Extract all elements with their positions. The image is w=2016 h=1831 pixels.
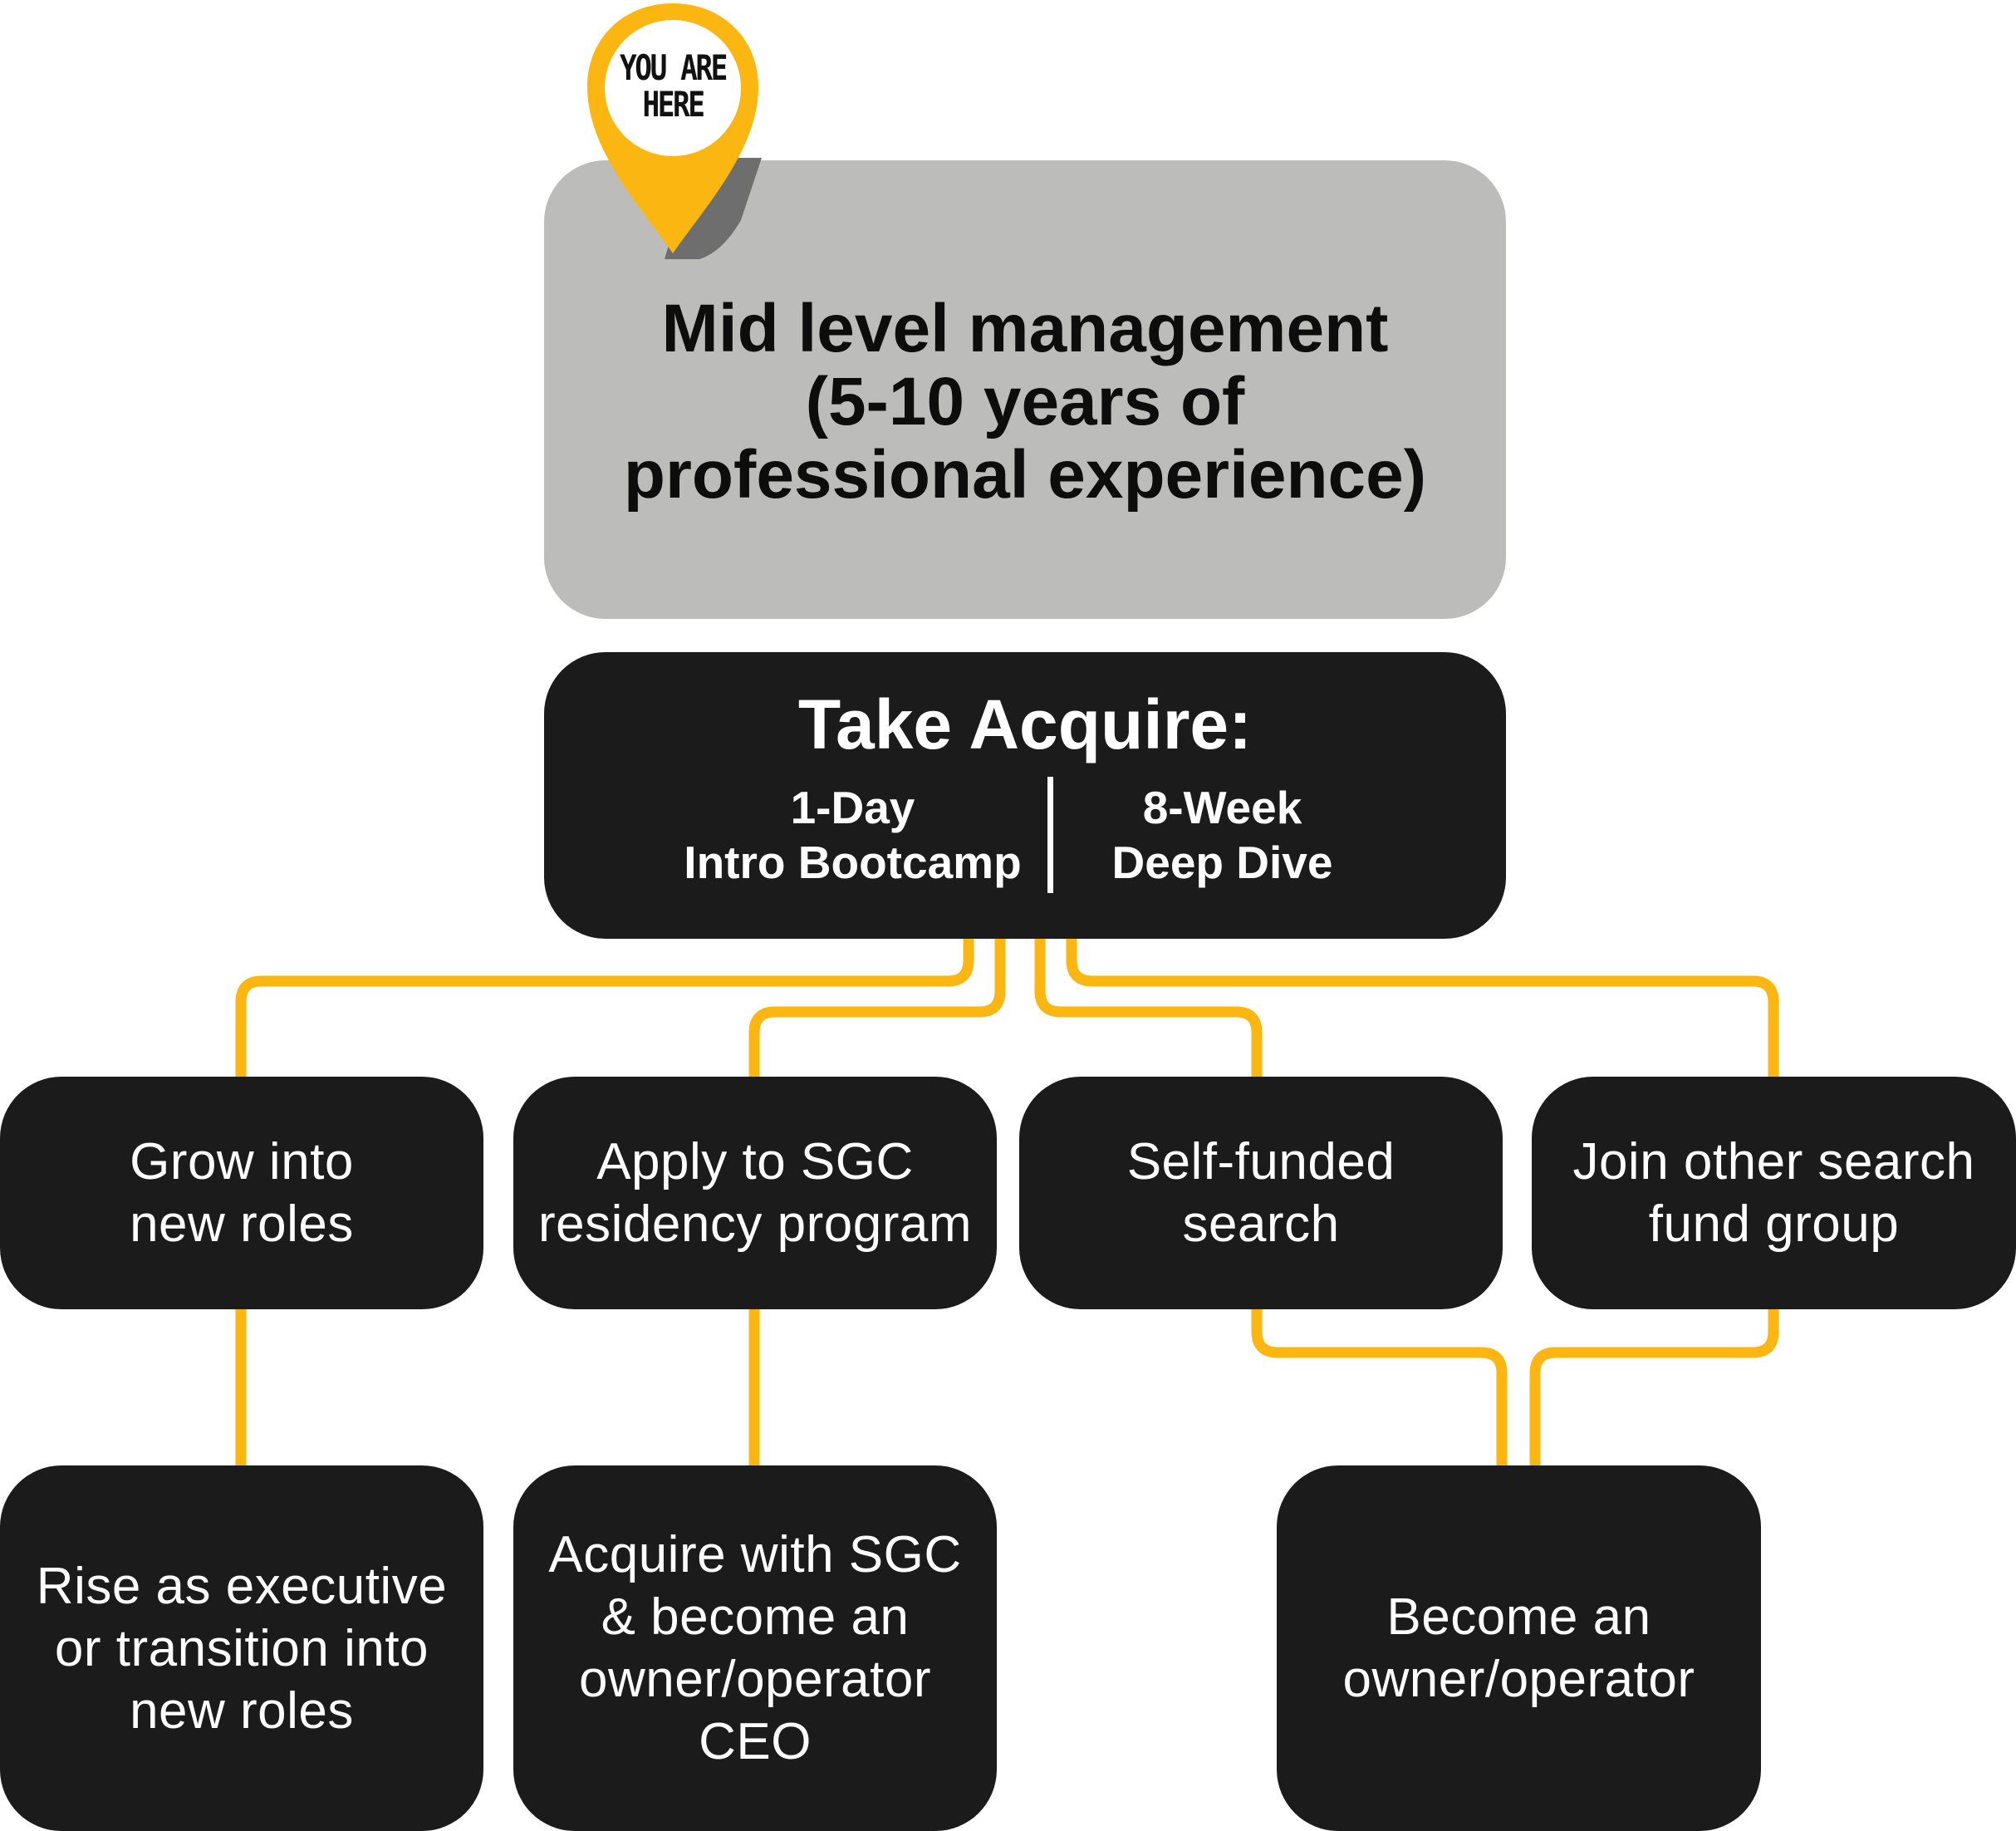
path-label: Apply to SGC residency program: [538, 1133, 972, 1253]
path-join-other-search-fund: Join other search fund group: [1532, 1077, 2016, 1309]
outcome-acquire-with-sgc: Acquire with SGC & become an owner/opera…: [513, 1465, 997, 1831]
take-acquire-title: Take Acquire:: [797, 685, 1253, 763]
path-label: Self-funded search: [1126, 1133, 1396, 1253]
path-label: Grow into new roles: [130, 1133, 354, 1253]
connector-acquire-to-apply: [748, 933, 1006, 1086]
take-acquire-box: Take Acquire: 1-Day Intro Bootcamp 8-Wee…: [544, 652, 1506, 939]
outcome-become-owner-operator: Become an owner/operator: [1277, 1465, 1761, 1831]
acquire-options: 1-Day Intro Bootcamp 8-Week Deep Dive: [670, 776, 1381, 893]
connector-acquire-to-join: [1066, 933, 1779, 1086]
path-label: Join other search fund group: [1572, 1133, 1975, 1253]
connector-selffunded-to-owner: [1251, 1298, 1508, 1475]
connector-join-to-owner: [1529, 1298, 1779, 1475]
you-are-here-label: YOU ARE HERE: [620, 47, 728, 125]
options-divider: [1047, 776, 1053, 893]
option-1-day-bootcamp: 1-Day Intro Bootcamp: [684, 781, 1022, 888]
path-self-funded-search: Self-funded search: [1019, 1077, 1503, 1309]
outcome-label: Acquire with SGC & become an owner/opera…: [548, 1526, 962, 1770]
outcome-rise-as-executive: Rise as executive or transition into new…: [0, 1465, 483, 1831]
connector-acquire-to-grow: [235, 933, 974, 1086]
option-8-week-deep-dive: 8-Week Deep Dive: [1111, 781, 1333, 888]
outcome-label: Rise as executive or transition into new…: [36, 1557, 448, 1740]
current-stage-label: Mid level management (5-10 years of prof…: [623, 291, 1427, 513]
connector-acquire-to-selffunded: [1034, 933, 1263, 1086]
outcome-label: Become an owner/operator: [1342, 1588, 1695, 1708]
path-apply-sgc-residency: Apply to SGC residency program: [513, 1077, 997, 1309]
path-grow-into-new-roles: Grow into new roles: [0, 1077, 483, 1309]
current-stage-box: Mid level management (5-10 years of prof…: [544, 160, 1506, 619]
connector-group: [235, 933, 1779, 1475]
